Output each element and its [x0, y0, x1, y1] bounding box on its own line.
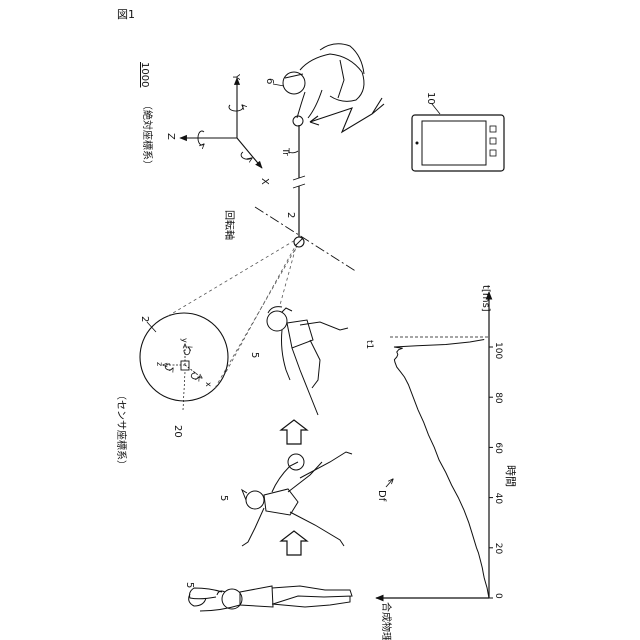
progress-arrow-2	[281, 420, 307, 444]
wireless-signal	[310, 98, 384, 132]
absolute-coord-axes: Y Z X （絶対座標系）	[141, 73, 270, 185]
sensor-axis-y: y	[180, 338, 189, 343]
df-arrow	[386, 479, 393, 487]
x-tick-label: 100	[493, 342, 503, 359]
sensor-zoom: z y x 2 20 （センサ座標系）	[115, 239, 297, 470]
rotation-axis-label: 回転軸	[223, 210, 236, 240]
absolute-coord-system-label: （絶対座標系）	[141, 100, 154, 170]
sensor-line-2	[280, 243, 297, 305]
x-unit-label: t[ms]	[480, 285, 491, 312]
catcher-ref: 6	[264, 78, 275, 84]
x-axis-title: 時間	[504, 465, 517, 487]
chart: 0 20 40 60 80 100 t1 t[ms] 時間 合成物理量 Df	[364, 285, 517, 640]
x-tick-label: 20	[493, 543, 503, 555]
terminal-ref: 10	[425, 92, 436, 105]
thrower-figure-2	[242, 452, 352, 546]
abs-axis-z: Z	[165, 133, 176, 140]
system-ref: 1000	[139, 62, 150, 87]
x-tick-label: 80	[493, 392, 503, 404]
sensor-line-1	[226, 243, 297, 372]
sensor-axis-z: z	[155, 362, 164, 366]
rotation-axis-group: 回転軸 2 Tr	[223, 125, 357, 372]
df-label: Df	[376, 490, 387, 502]
sensor-axis-x: x	[204, 382, 213, 387]
user-ref-3: 5	[249, 352, 260, 358]
y-axis-title: 合成物理量	[380, 602, 393, 640]
progress-arrow-1	[281, 531, 307, 555]
rotation-axis-ref: 2	[285, 212, 296, 218]
abs-axis-y: Y	[230, 73, 241, 81]
user-ref-2: 5	[218, 495, 229, 501]
figure-title: 図1	[117, 8, 135, 21]
sensor-coord-system-label: （センサ座標系）	[115, 390, 128, 470]
sensor-unit-ref: 20	[172, 425, 183, 438]
user-ref-1: 5	[184, 582, 195, 588]
chart-ticks: 0 20 40 60 80 100	[489, 342, 503, 599]
zoom-guide-line-1	[168, 239, 297, 316]
abs-axis-x: X	[259, 178, 270, 185]
rotation-axis-line	[255, 207, 357, 272]
x-tick-label: 0	[493, 593, 503, 599]
thrower-figure-3	[267, 307, 348, 415]
thrower-figure-1	[189, 586, 352, 611]
terminal-device	[412, 115, 504, 171]
t1-label: t1	[364, 340, 374, 349]
sensor-ref: 2	[139, 316, 150, 322]
chart-series-line	[394, 340, 489, 599]
x-tick-label: 60	[493, 442, 503, 454]
x-tick-label: 40	[493, 493, 503, 505]
tether-label: Tr	[280, 147, 290, 156]
catcher-figure	[283, 44, 364, 126]
